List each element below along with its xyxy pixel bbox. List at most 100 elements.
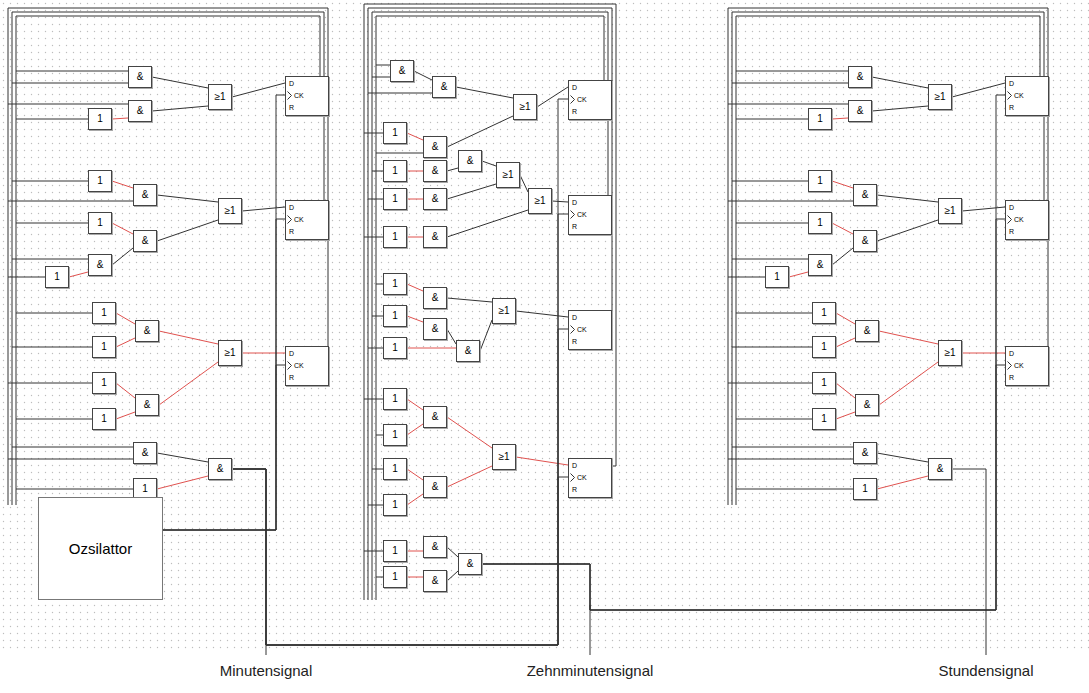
input-wire [372,316,383,317]
logic-gate: 1 [812,372,836,394]
logic-gate: 1 [88,108,112,130]
gate-symbol: & [432,141,439,153]
clock-symbol [288,216,292,224]
wire [482,219,1005,610]
gate-symbol: 1 [392,393,398,405]
gate-symbol: & [432,165,439,177]
logic-gate: 1 [812,336,836,358]
wire [832,181,853,188]
gate-symbol: 1 [392,127,398,139]
gate-symbol: 1 [101,377,107,389]
gate-symbol: 1 [392,571,398,583]
logic-gate: & [208,458,232,480]
or-gate: ≥1 [492,444,516,470]
wire [407,551,423,552]
input-wire [732,259,808,260]
wire [877,220,938,241]
pin-label: R [569,484,611,496]
pin-label: R [1006,102,1048,114]
logic-gate: & [853,442,877,464]
input-wire [364,399,383,400]
d-flip-flop: DCKR [1005,76,1049,116]
logic-gate: 1 [383,494,407,516]
or-gate: ≥1 [218,198,242,224]
feedback-bus [368,8,612,600]
gate-symbol: 1 [392,545,398,557]
gate-symbol: 1 [774,271,780,283]
d-flip-flop: DCKR [285,346,329,386]
logic-gate: 1 [45,266,69,288]
pin-label: D [1006,348,1048,360]
wire [836,412,855,419]
feedback-bus [376,16,612,600]
gate-symbol: & [142,447,149,459]
input-wire [16,223,88,224]
pin-label: CK [569,209,611,221]
wire [232,329,568,645]
input-wire [368,93,432,94]
logic-gate: & [848,100,872,122]
wire [152,106,208,111]
gate-symbol: 1 [54,271,60,283]
wire [480,320,492,351]
gate-symbol: & [432,575,439,587]
input-wire [728,104,848,105]
wire [407,199,423,200]
gate-symbol: 1 [817,217,823,229]
input-wire [12,181,88,182]
wire [407,237,423,238]
wire [159,362,218,405]
logic-gate: 1 [383,388,407,410]
wire [877,453,928,462]
clock-symbol [570,95,576,104]
wire [112,248,133,265]
input-wire [364,237,383,238]
gate-symbol: 1 [392,342,398,354]
input-wire [728,459,853,460]
input-wire [732,181,808,182]
input-wire [16,419,92,420]
wire [407,316,423,322]
wire [879,331,938,344]
wire [520,175,528,192]
wire [877,476,928,489]
logic-gate: 1 [383,458,407,480]
logic-gate: 1 [88,170,112,192]
clock-symbol [1007,361,1013,370]
gate-symbol: 1 [817,175,823,187]
logic-gate: 1 [765,266,789,288]
logic-gate: & [423,160,447,182]
wire [832,118,848,119]
gate-symbol: 1 [101,307,107,319]
pin-label: CK [569,94,611,106]
pin-label: CK [1006,90,1048,102]
pin-label: R [1006,372,1048,384]
feedback-bus [364,4,616,600]
logic-gate: 1 [383,424,407,446]
clock-symbol [571,474,575,482]
logic-gate: 1 [383,566,407,588]
gate-symbol: 1 [97,175,103,187]
logic-gate: & [853,230,877,252]
gate-symbol: & [465,345,472,357]
wire [482,95,1005,610]
gate-symbol: & [467,155,474,167]
wire [447,329,456,344]
input-wire [736,419,812,420]
clock-symbol [571,96,575,104]
wire [414,71,432,80]
logic-gate: & [128,100,152,122]
pin-label: CK [1006,360,1048,372]
wire [69,272,88,277]
input-wire [728,277,765,278]
logic-gate: & [423,287,447,309]
d-flip-flop: DCKR [285,200,329,240]
clock-symbol [571,326,575,334]
gate-symbol: 1 [392,165,398,177]
or-gate: ≥1 [513,94,537,120]
input-wire [376,577,383,578]
gate-symbol: & [432,541,439,553]
gate-symbol: & [862,189,869,201]
input-wire [16,119,88,120]
